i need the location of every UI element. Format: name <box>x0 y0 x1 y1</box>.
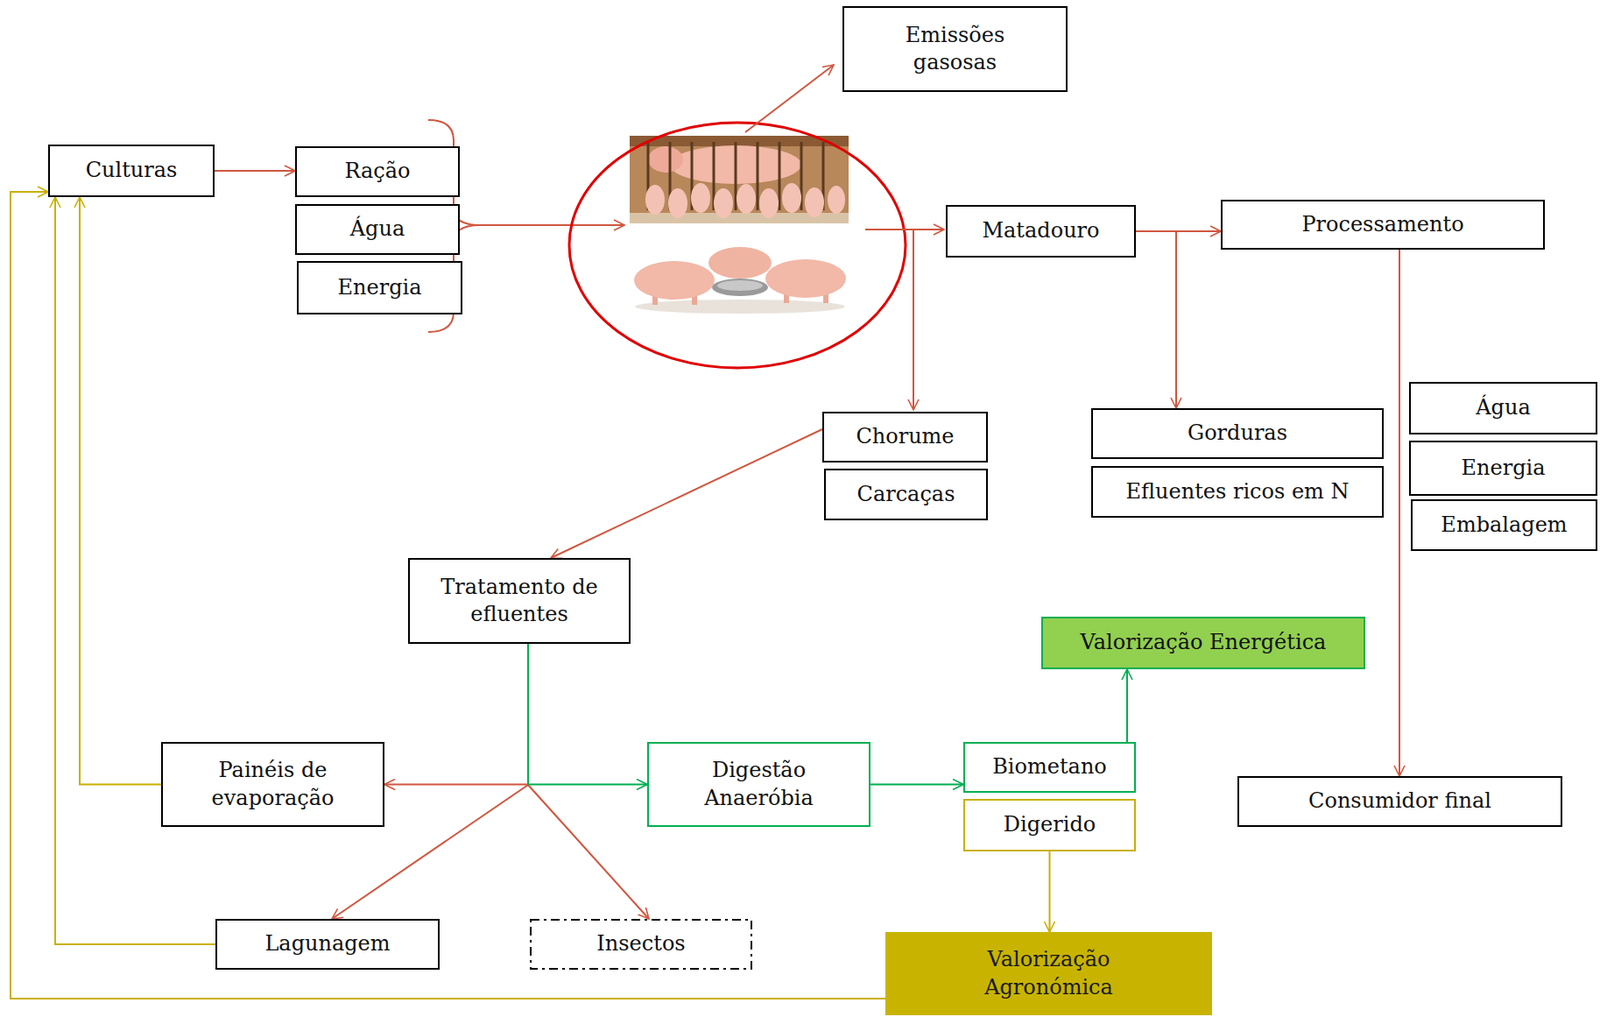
pig-back <box>708 246 772 279</box>
box-label: Água <box>1475 394 1530 422</box>
box-label: Água <box>350 215 405 243</box>
effluent-box: Efluentes ricos em N <box>1091 465 1384 518</box>
consumer-box: Consumidor final <box>1237 775 1563 827</box>
box-label: Efluentes ricos em N <box>1125 478 1349 506</box>
dash-dot-border <box>530 919 752 969</box>
packaging-box: Embalagem <box>1410 499 1598 551</box>
box-label: Digerido <box>1003 810 1096 839</box>
flow-arrow <box>1126 669 1128 742</box>
energy-valorisation-box: Valorização Energética <box>1041 616 1366 670</box>
flow-arrow <box>1135 231 1177 409</box>
box-label: Energia <box>1461 454 1546 482</box>
box-label: Ração <box>344 157 410 185</box>
box-label: Energia <box>338 274 423 302</box>
box-label: Valorização Energética <box>1080 628 1327 656</box>
box-label: Lagunagem <box>264 930 390 958</box>
flow-arrow <box>1398 249 1401 776</box>
digestate-box: Digerido <box>963 798 1136 852</box>
emissions-box: Emissões gasosas <box>842 6 1068 92</box>
manure-arrow <box>912 229 915 410</box>
slurry-box: Chorume <box>822 411 988 463</box>
box-label: Tratamento de efluentes <box>431 573 607 628</box>
box-label: Chorume <box>855 422 954 451</box>
box-label: Gorduras <box>1187 419 1288 447</box>
box-label: Processamento <box>1301 211 1464 239</box>
lagoon-box: Lagunagem <box>215 918 440 970</box>
flow-arrow <box>79 197 162 785</box>
feed-box: Ração <box>295 146 460 198</box>
pig-left <box>634 260 715 300</box>
box-label: Emissões gasosas <box>867 21 1044 77</box>
pig-right <box>765 259 846 298</box>
flow-arrow <box>870 783 964 786</box>
energy-box: Energia <box>296 260 463 315</box>
slaughter-arrow <box>865 228 945 231</box>
agronomic-valorisation-box: Valorização Agronómica <box>885 931 1213 1015</box>
flow-arrow <box>528 643 649 919</box>
emission-arrow <box>745 64 834 133</box>
pen-background <box>629 135 849 224</box>
flow-arrow <box>10 191 886 999</box>
processing-box: Processamento <box>1220 199 1545 250</box>
water-box: Água <box>295 204 460 255</box>
energy-box: Energia <box>1409 440 1598 496</box>
flow-arrow <box>550 429 823 558</box>
box-label: Digestão Anaeróbia <box>671 756 847 811</box>
biomethane-box: Biometano <box>963 741 1136 793</box>
slaughterhouse-box: Matadouro <box>945 204 1136 258</box>
box-label: Embalagem <box>1440 511 1567 539</box>
digestion-box: Digestão Anaeróbia <box>647 741 871 827</box>
feed-trough <box>711 278 769 297</box>
flow-arrow <box>384 643 529 785</box>
flow-arrow <box>528 643 648 785</box>
evaporation-box: Painéis de evaporação <box>161 741 385 827</box>
box-label: Carcaças <box>857 480 956 508</box>
box-label: Matadouro <box>981 217 1100 245</box>
water-box: Água <box>1409 381 1598 435</box>
sow-head <box>648 146 684 173</box>
input-arrow <box>479 224 625 226</box>
crops-box: Culturas <box>48 144 215 198</box>
flow-arrow <box>214 169 296 172</box>
treatment-box: Tratamento de efluentes <box>408 557 631 644</box>
box-label: Painéis de evaporação <box>185 756 361 811</box>
trough-inner <box>717 280 763 291</box>
insects-box: Insectos <box>529 918 753 970</box>
farm-circle <box>569 122 906 368</box>
box-label: Consumidor final <box>1308 787 1492 815</box>
piglets <box>645 183 846 219</box>
ground-shadow <box>634 299 846 314</box>
flow-arrow <box>1049 851 1051 932</box>
flow-arrow <box>55 197 216 945</box>
box-label: Biometano <box>992 753 1107 781</box>
carcass-box: Carcaças <box>824 468 988 521</box>
fats-box: Gorduras <box>1091 408 1384 459</box>
box-label: Culturas <box>85 156 178 184</box>
box-label: Insectos <box>596 930 685 958</box>
box-label: Valorização Agronómica <box>935 945 1163 1001</box>
pig-illustration <box>629 135 849 314</box>
